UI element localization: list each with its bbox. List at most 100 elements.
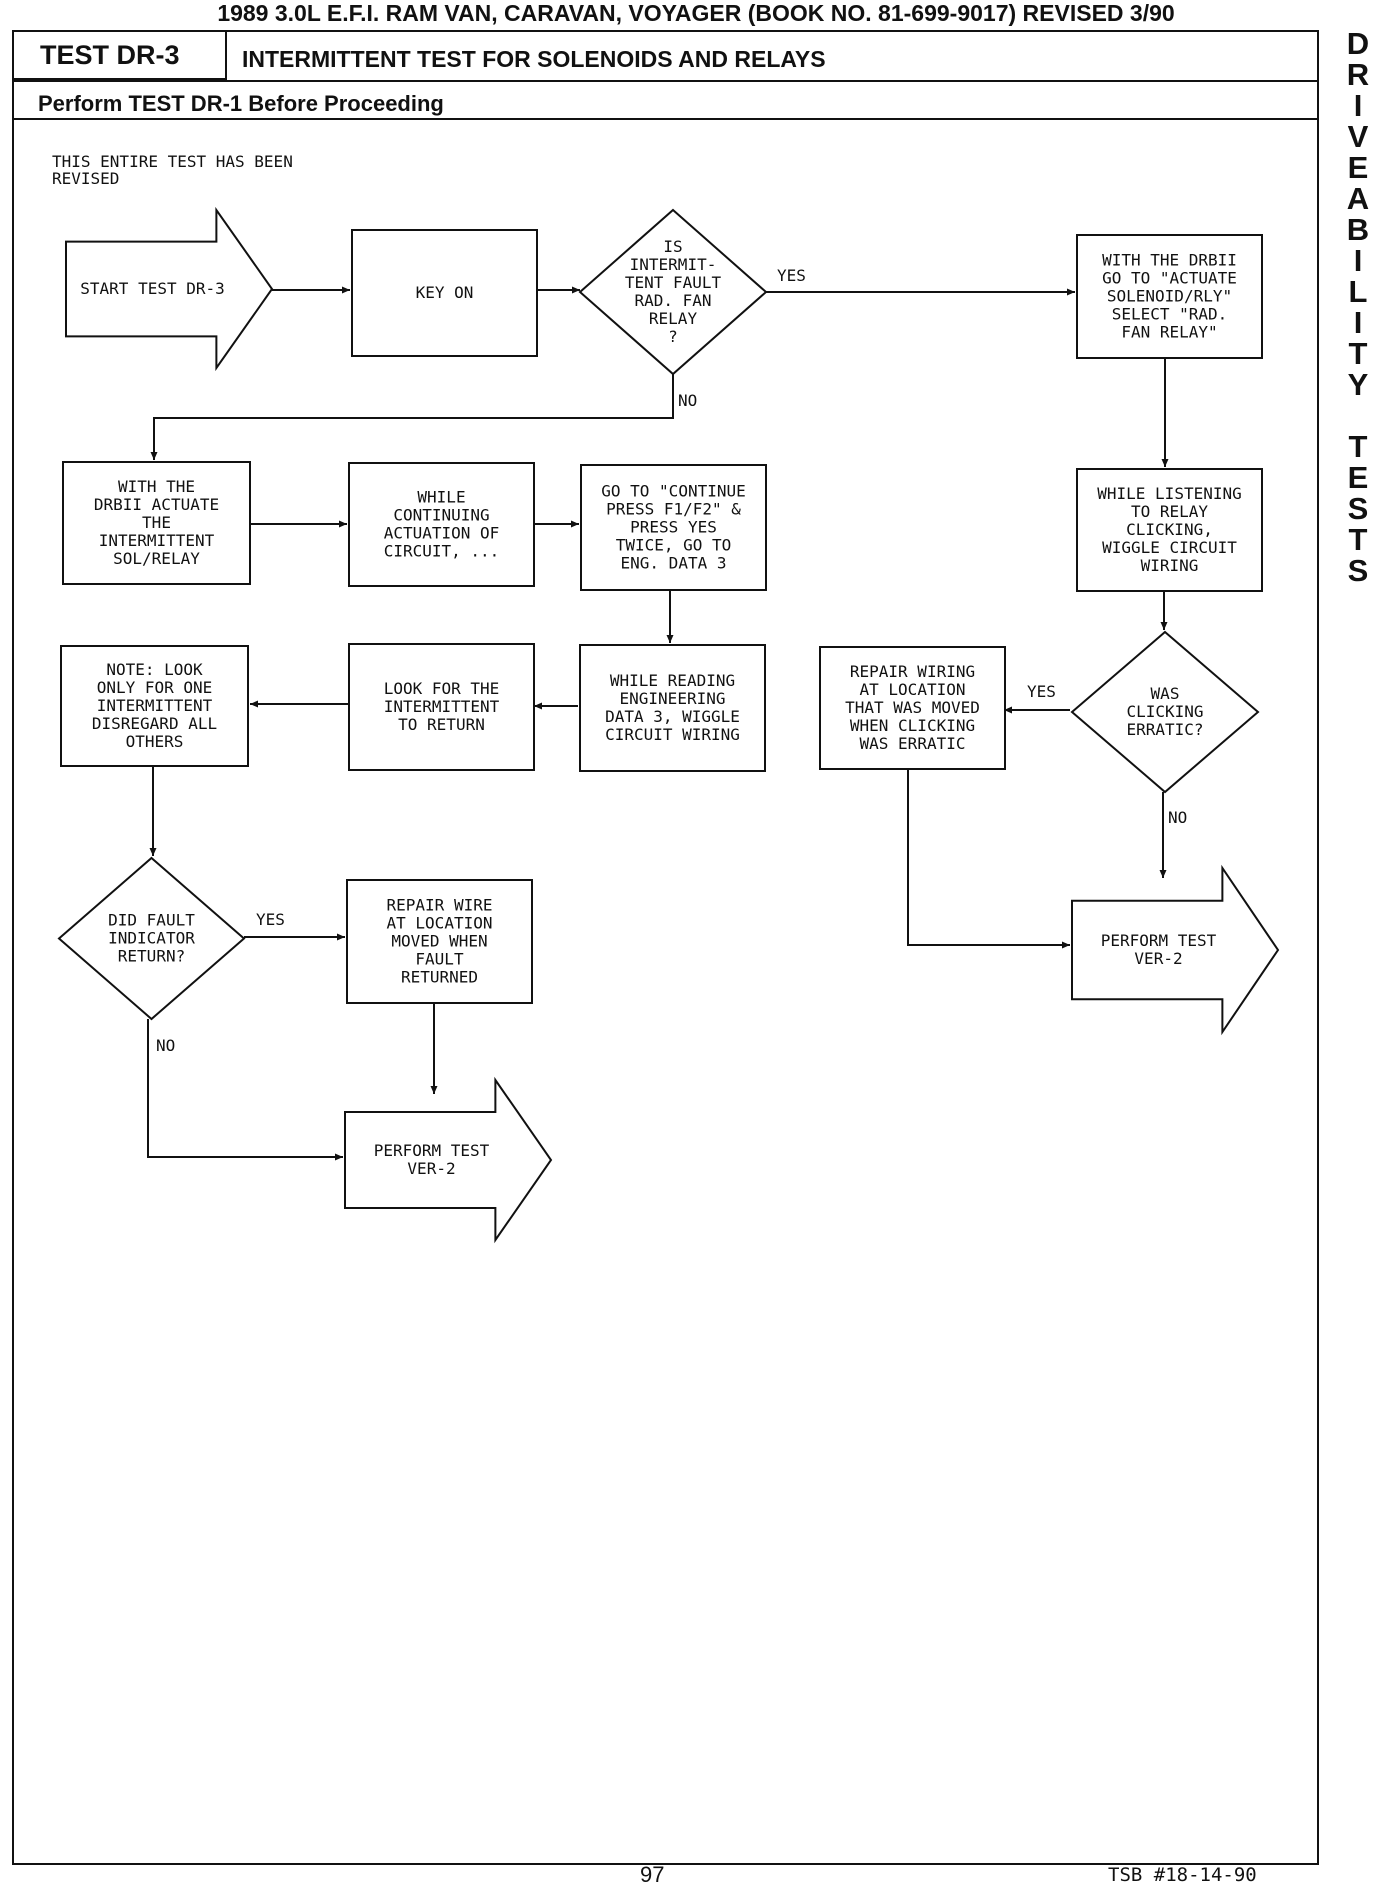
node-text-line: THAT WAS MOVED (845, 698, 980, 717)
node-text-line: WAS (1151, 684, 1180, 703)
terminal-arrow (344, 1076, 553, 1244)
node-text-line: TENT FAULT (625, 273, 722, 292)
node-text-line: RELAY (649, 309, 698, 328)
process-box (60, 645, 249, 767)
node-text-line: LOOK FOR THE (384, 679, 500, 698)
node-text-line: INTERMITTENT (99, 531, 215, 550)
tsb-number: TSB #18-14-90 (1108, 1864, 1257, 1886)
node-key-on: KEY ON (351, 229, 538, 357)
node-text-line: FAN RELAY" (1121, 323, 1217, 342)
label-rad-fan-no: NO (678, 391, 697, 410)
node-text-line: REPAIR WIRING (850, 662, 975, 681)
node-text-line: PERFORM TEST (1101, 931, 1217, 950)
node-text-line: SELECT "RAD. (1112, 305, 1228, 324)
process-box (348, 643, 535, 771)
node-text-line: ONLY FOR ONE (97, 678, 213, 697)
process-box (351, 229, 538, 357)
node-text-line: DRBII ACTUATE (94, 495, 219, 514)
process-box (580, 464, 767, 591)
side-label-letter: I (1353, 243, 1363, 278)
connectors (147, 286, 1169, 1161)
node-text-line: WITH THE (118, 477, 195, 496)
node-text-line: CLICKING (1126, 702, 1203, 721)
node-text-line: SOLENOID/RLY" (1107, 287, 1232, 306)
side-label-letter: S (1347, 553, 1369, 588)
terminal-arrow (65, 206, 274, 372)
revision-note: THIS ENTIRE TEST HAS BEEN REVISED (52, 152, 302, 188)
node-text-line: WITH THE DRBII (1102, 251, 1237, 270)
label-rad-fan-yes: YES (777, 266, 806, 285)
node-text-line: FAULT (415, 950, 464, 969)
process-box (348, 462, 535, 587)
side-label-letter: E (1347, 460, 1369, 495)
node-text-line: TO RELAY (1131, 502, 1208, 521)
node-text-line: WHILE LISTENING (1097, 484, 1242, 503)
side-label-letter: B (1346, 212, 1370, 247)
process-box (1076, 234, 1263, 359)
node-text-line: GO TO "CONTINUE (601, 482, 746, 501)
node-text-line: AT LOCATION (387, 914, 493, 933)
node-text-line: TO RETURN (398, 715, 485, 734)
node-text-line: CIRCUIT WIRING (605, 725, 740, 744)
node-text-line: INTERMITTENT (384, 697, 500, 716)
node-text-line: WIRING (1141, 556, 1199, 575)
process-box (579, 644, 766, 772)
side-label-letter: R (1346, 57, 1370, 92)
node-text-line: ? (668, 327, 678, 346)
node-text-line: PRESS F1/F2" & (606, 500, 741, 519)
node-text-line: PRESS YES (630, 518, 717, 537)
node-text-line: CONTINUING (393, 506, 489, 525)
node-text-line: WHEN CLICKING (850, 716, 975, 735)
node-text-line: AT LOCATION (860, 680, 966, 699)
node-text-line: THE (142, 513, 171, 532)
side-label-letter: T (1348, 336, 1368, 371)
prerequisite-note: Perform TEST DR-1 Before Proceeding (38, 91, 444, 116)
test-title: INTERMITTENT TEST FOR SOLENOIDS AND RELA… (242, 46, 826, 72)
process-box (1076, 468, 1263, 592)
node-text-line: KEY ON (416, 283, 474, 302)
node-text-line: DID FAULT (108, 911, 195, 930)
node-text-line: MOVED WHEN (391, 932, 487, 951)
node-text-line: NOTE: LOOK (106, 660, 203, 679)
side-label-letter: E (1347, 150, 1369, 185)
label-fault-yes: YES (256, 910, 285, 929)
node-text-line: GO TO "ACTUATE (1102, 269, 1237, 288)
node-text-line: TWICE, GO TO (616, 536, 732, 555)
page-header: 1989 3.0L E.F.I. RAM VAN, CARAVAN, VOYAG… (217, 0, 1175, 26)
decision-diamond (578, 208, 768, 376)
side-label-letter: I (1353, 88, 1363, 123)
prerequisite-divider (14, 118, 1317, 120)
node-text-line: WHILE (417, 488, 465, 507)
node-text-line: IS (663, 237, 682, 256)
node-text-line: REPAIR WIRE (387, 896, 493, 915)
decision-diamond (57, 856, 246, 1021)
node-text-line: WHILE READING (610, 671, 735, 690)
node-text-line: ENGINEERING (620, 689, 726, 708)
side-label-letter: L (1348, 274, 1368, 309)
label-fault-no: NO (156, 1036, 175, 1055)
node-text-line: CIRCUIT, ... (384, 542, 500, 561)
node-text-line: OTHERS (126, 732, 184, 751)
terminal-arrow (1071, 864, 1280, 1036)
node-text-line: DISREGARD ALL (92, 714, 217, 733)
side-label-letter: T (1348, 429, 1368, 464)
side-label-letter: T (1348, 522, 1368, 557)
side-label-letter: V (1347, 119, 1369, 154)
node-text-line: ERRATIC? (1126, 720, 1203, 739)
side-label-letter: Y (1347, 367, 1369, 402)
node-text-line: PERFORM TEST (374, 1141, 490, 1160)
node-text-line: ACTUATION OF (384, 524, 500, 543)
node-text-line: INTERMIT- (630, 255, 717, 274)
side-label-letter: I (1353, 305, 1363, 340)
